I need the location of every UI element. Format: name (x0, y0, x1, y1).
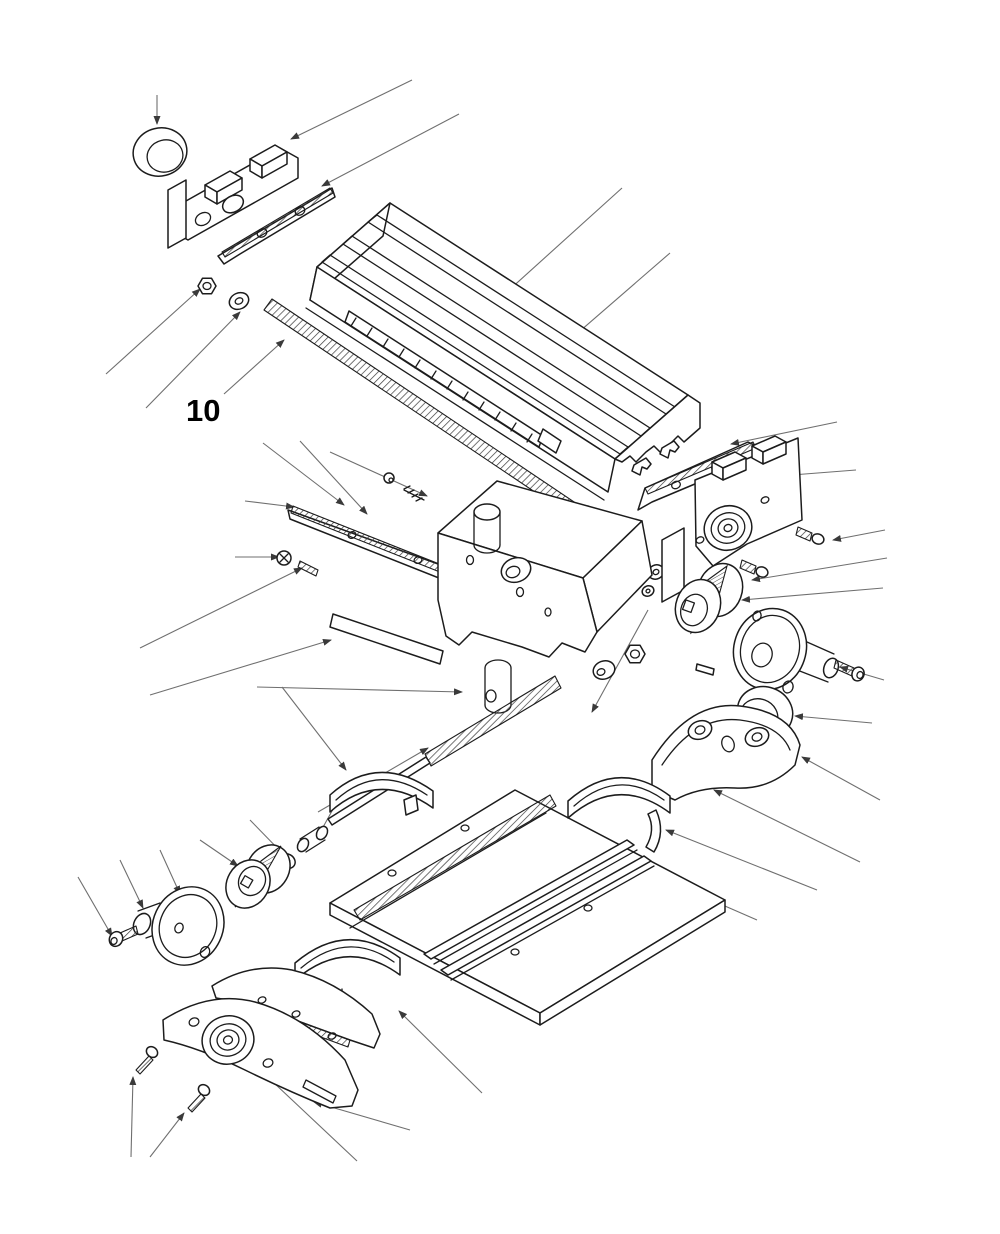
saddle-boss-vertical (473, 503, 501, 554)
cover-plate-top-left (217, 187, 336, 265)
end-support-bracket-right (651, 704, 801, 801)
end-bracket-bottom-left (162, 997, 359, 1109)
cap-knob (132, 127, 188, 177)
leadscrew-lower (327, 675, 562, 826)
clamp-plate-right (567, 777, 671, 853)
flat-washer (228, 291, 250, 311)
scale-strip (344, 310, 562, 454)
part-number-label: 10 (186, 393, 220, 428)
spacer-sleeve-lower (296, 825, 329, 853)
saddle-boss-horizontal (500, 556, 532, 584)
hex-nut-mid (624, 644, 646, 664)
mounting-screws-right (739, 526, 825, 578)
mounting-screws-bottom (135, 1045, 211, 1113)
ball-bearing-right (703, 505, 753, 551)
base-plate (329, 789, 726, 1026)
handle-screw-left (108, 925, 139, 948)
graduated-dial-left (225, 844, 291, 909)
handwheel-right (695, 607, 840, 694)
handwheel-left (132, 886, 225, 966)
graduated-dial-right (674, 562, 744, 635)
hex-nut (197, 277, 217, 295)
adjusting-screws (276, 472, 425, 577)
handle-screw-right (833, 659, 865, 682)
end-bracket-top-left (167, 144, 299, 249)
clamp-plate-upper (329, 771, 434, 816)
thrust-washer-mid (592, 659, 616, 681)
